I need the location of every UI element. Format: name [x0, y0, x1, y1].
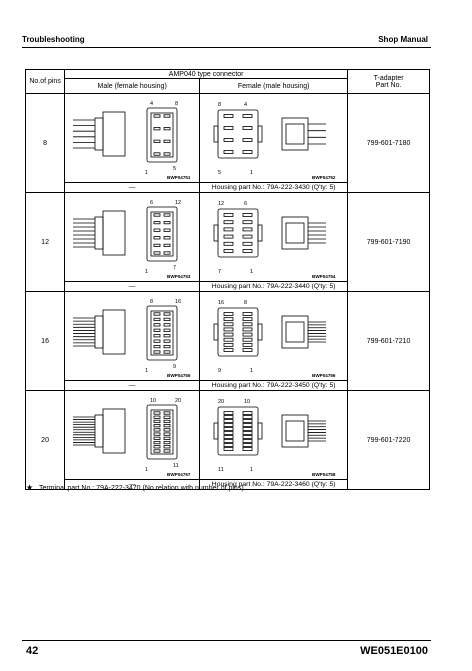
- pin-label: 12: [175, 200, 181, 206]
- pin-label: 1: [145, 467, 148, 473]
- pins-header: No.of pins: [24, 69, 66, 94]
- female-housing-note: Housing part No.: 79A-222-3430 (Q'ty: 5): [199, 182, 349, 193]
- tadapter-part-number: 799-601-7220: [347, 390, 430, 490]
- female-header: Female (male housing): [199, 78, 349, 94]
- pin-label: 11: [173, 463, 179, 469]
- connector-table: No.of pins AMP040 type connector T-adapt…: [24, 69, 430, 490]
- female-connector-drawing: [213, 208, 327, 258]
- drawing-code: BWP04752: [312, 175, 336, 180]
- male-connector-drawing: [73, 206, 178, 262]
- footnote-text: Terminal part No.: 79A-222-3470 (No rela…: [39, 485, 244, 492]
- male-housing-note: —: [64, 182, 201, 193]
- drawing-code: BWP04754: [312, 274, 336, 279]
- pin-label: 1: [250, 467, 253, 473]
- pin-label: 6: [244, 201, 247, 207]
- footnote: ★ Terminal part No.: 79A-222-3470 (No re…: [26, 483, 244, 492]
- drawing-code: BWP04757: [167, 472, 191, 477]
- drawing-code: BWP04753: [167, 274, 191, 279]
- group-title: AMP040 type connector: [64, 69, 349, 79]
- male-housing-note: —: [64, 281, 201, 292]
- header-rule: [22, 47, 431, 48]
- pin-label: 10: [244, 399, 250, 405]
- female-housing-note: Housing part No.: 79A-222-3440 (Q'ty: 5): [199, 281, 349, 292]
- tadapter-part-number: 799-601-7190: [347, 192, 430, 292]
- tadapter-part-number: 799-601-7210: [347, 291, 430, 391]
- pin-label: 8: [244, 300, 247, 306]
- document-id: WE051E0100: [360, 645, 428, 657]
- female-connector-drawing: [213, 406, 327, 456]
- male-connector-drawing: [73, 107, 178, 163]
- pin-label: 8: [150, 299, 153, 305]
- pin-label: 20: [218, 399, 224, 405]
- female-connector-drawing: [213, 307, 327, 357]
- female-housing-note: Housing part No.: 79A-222-3460 (Q'ty: 5): [199, 479, 349, 490]
- pin-label: 1: [250, 368, 253, 374]
- drawing-code: BWP04755: [167, 373, 191, 378]
- pin-label: 5: [218, 170, 221, 176]
- drawing-code: BWP04756: [312, 373, 336, 378]
- pin-label: 5: [173, 166, 176, 172]
- pin-count: 16: [24, 291, 66, 391]
- tadapter-part-number: 799-601-7180: [347, 93, 430, 193]
- drawing-code: BWP04751: [167, 175, 191, 180]
- manual-title: Shop Manual: [378, 35, 428, 44]
- housing-note-row: —Housing part No.: 79A-222-3460 (Q'ty: 5…: [26, 479, 430, 490]
- pin-label: 12: [218, 201, 224, 207]
- pin-label: 8: [175, 101, 178, 107]
- page-number: 42: [26, 645, 39, 657]
- pin-label: 7: [173, 265, 176, 271]
- pin-label: 16: [218, 300, 224, 306]
- pin-count: 20: [24, 390, 66, 490]
- pin-label: 20: [175, 398, 181, 404]
- pin-label: 7: [218, 269, 221, 275]
- pin-label: 1: [145, 368, 148, 374]
- pin-count: 12: [24, 192, 66, 292]
- pin-label: 4: [244, 102, 247, 108]
- section-title: Troubleshooting: [22, 35, 85, 44]
- pin-label: 1: [250, 170, 253, 176]
- pin-label: 4: [150, 101, 153, 107]
- tadapter-header: T-adapter Part No.: [347, 69, 430, 94]
- pin-label: 10: [150, 398, 156, 404]
- pin-label: 6: [150, 200, 153, 206]
- drawing-code: BWP04758: [312, 472, 336, 477]
- male-header: Male (female housing): [64, 78, 201, 94]
- pin-label: 1: [145, 170, 148, 176]
- pin-label: 1: [145, 269, 148, 275]
- pin-label: 11: [218, 467, 224, 473]
- female-housing-note: Housing part No.: 79A-222-3450 (Q'ty: 5): [199, 380, 349, 391]
- male-housing-note: —: [64, 380, 201, 391]
- star-icon: ★: [26, 483, 34, 492]
- pin-label: 16: [175, 299, 181, 305]
- male-connector-drawing: [73, 404, 178, 460]
- female-connector-drawing: [213, 109, 327, 159]
- footer-rule: [22, 640, 431, 641]
- male-connector-drawing: [73, 305, 178, 361]
- pin-count: 8: [24, 93, 66, 193]
- pin-label: 8: [218, 102, 221, 108]
- pin-label: 9: [173, 364, 176, 370]
- pin-label: 9: [218, 368, 221, 374]
- pin-label: 1: [250, 269, 253, 275]
